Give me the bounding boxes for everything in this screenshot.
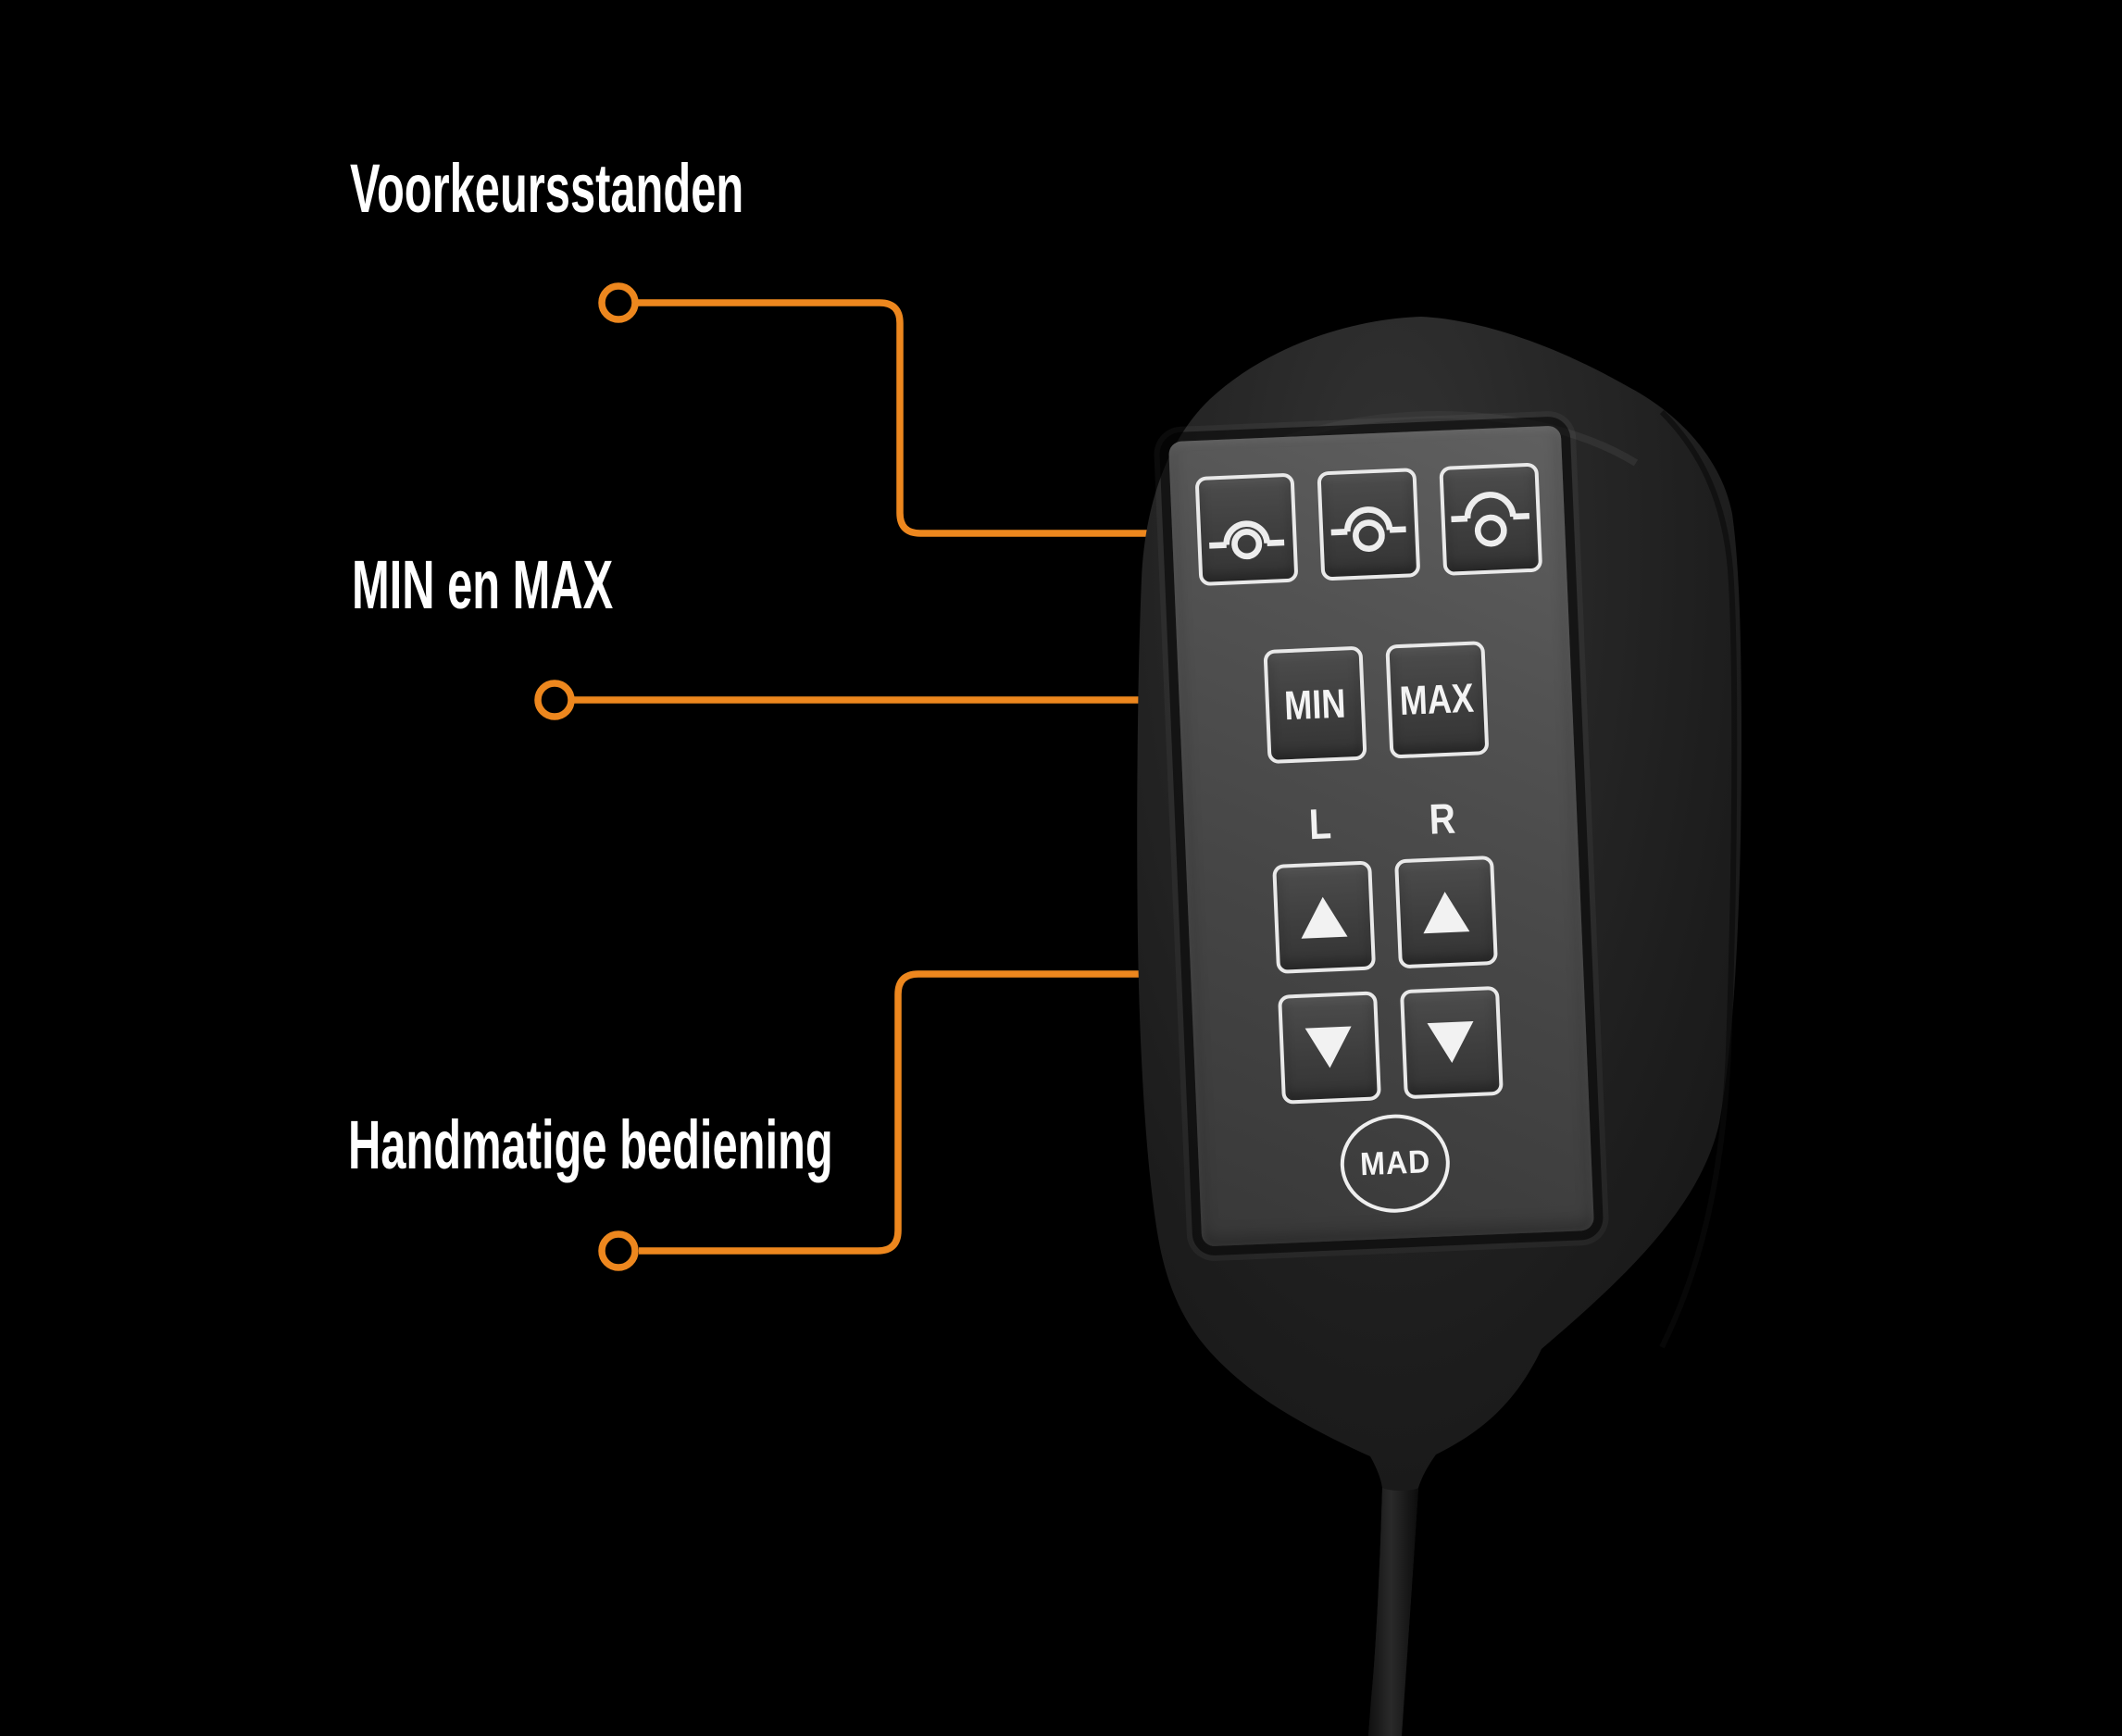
ride-height-low-icon — [1209, 520, 1285, 560]
callout-label-manual: Handmatige bediening — [348, 1106, 833, 1183]
callout-dot-min-max — [534, 680, 575, 720]
up-arrow-icon — [1301, 896, 1348, 939]
up-arrow-icon — [1423, 892, 1470, 934]
down-arrows-row — [1277, 985, 1504, 1105]
left-right-labels-row: L R — [1269, 793, 1492, 849]
brand-badge: MAD — [1338, 1112, 1452, 1216]
callout-label-min-max: MIN en MAX — [352, 546, 614, 623]
callout-line-manual — [639, 970, 1162, 1255]
callout-line-presets — [638, 299, 1162, 537]
left-up-button — [1271, 860, 1376, 974]
preset-button-high — [1438, 462, 1542, 576]
up-arrows-row — [1271, 855, 1498, 974]
remote-cable — [1368, 1488, 1418, 1736]
min-button: MIN — [1262, 645, 1367, 765]
min-button-label: MIN — [1282, 681, 1347, 729]
preset-button-mid — [1316, 468, 1420, 581]
remote-side-seam — [1659, 409, 1738, 1349]
brand-logo-text: MAD — [1358, 1143, 1431, 1183]
ride-height-mid-icon — [1330, 506, 1406, 552]
preset-button-low — [1194, 472, 1298, 587]
left-column-label: L — [1307, 799, 1332, 849]
right-column-label: R — [1428, 793, 1456, 843]
min-max-row: MIN MAX — [1262, 641, 1489, 765]
right-up-button — [1393, 855, 1498, 969]
keypad-panel: MIN MAX L R — [1167, 425, 1595, 1247]
max-button: MAX — [1384, 641, 1489, 759]
preset-buttons-row — [1194, 462, 1542, 587]
callout-dot-presets — [598, 282, 639, 323]
callout-dot-manual — [598, 1230, 639, 1271]
down-arrow-icon — [1304, 1026, 1352, 1068]
down-arrow-icon — [1427, 1021, 1474, 1064]
right-down-button — [1399, 985, 1504, 1100]
callout-label-presets: Voorkeursstanden — [350, 150, 744, 227]
remote-control: MIN MAX L R — [1106, 292, 1754, 1736]
left-down-button — [1277, 991, 1381, 1105]
max-button-label: MAX — [1398, 675, 1475, 724]
ride-height-high-icon — [1451, 492, 1530, 547]
